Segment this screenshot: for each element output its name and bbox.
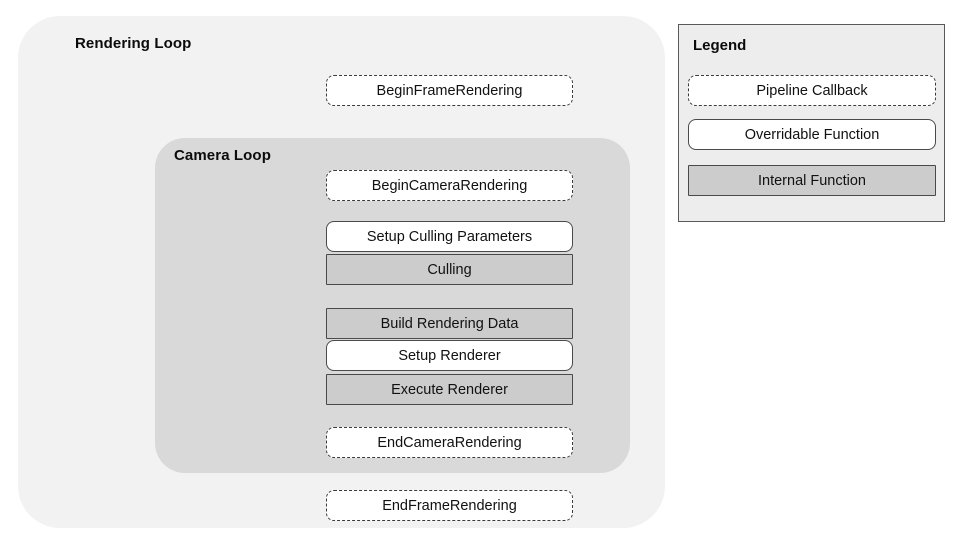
- flow-node-endcamerarendering[interactable]: EndCameraRendering: [326, 427, 573, 458]
- flow-node-beginframerendering[interactable]: BeginFrameRendering: [326, 75, 573, 106]
- legend-item-pipeline-callback: Pipeline Callback: [688, 75, 936, 106]
- flow-node-build-rendering-data[interactable]: Build Rendering Data: [326, 308, 573, 339]
- flow-node-endframerendering[interactable]: EndFrameRendering: [326, 490, 573, 521]
- legend-item-internal-function: Internal Function: [688, 165, 936, 196]
- rendering-loop-title: Rendering Loop: [75, 35, 192, 52]
- flow-node-setup-culling-parameters[interactable]: Setup Culling Parameters: [326, 221, 573, 252]
- legend-title: Legend: [693, 37, 747, 54]
- flow-node-begincamerarendering[interactable]: BeginCameraRendering: [326, 170, 573, 201]
- flow-node-execute-renderer[interactable]: Execute Renderer: [326, 374, 573, 405]
- camera-loop-title: Camera Loop: [174, 147, 271, 164]
- legend-item-overridable-function: Overridable Function: [688, 119, 936, 150]
- flow-node-setup-renderer[interactable]: Setup Renderer: [326, 340, 573, 371]
- flow-node-culling[interactable]: Culling: [326, 254, 573, 285]
